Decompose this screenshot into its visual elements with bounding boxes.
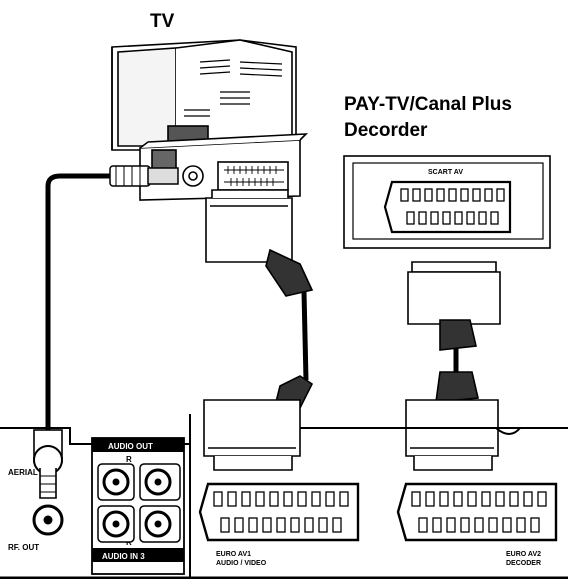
euro-av2-socket (396, 482, 558, 542)
aerial-socket (33, 429, 63, 499)
euro-av1-label-line2: AUDIO / VIDEO (216, 560, 267, 567)
tv-set (111, 39, 309, 201)
decoder-title-line2: Decorder (344, 120, 428, 141)
scart-cable-tv (203, 189, 314, 471)
rf-out-socket (32, 504, 64, 536)
euro-av1-label-line1: EURO AV1 (216, 551, 251, 558)
aerial-cable (45, 173, 112, 440)
euro-av1-socket (198, 482, 360, 542)
euro-av2-label-line2: DECODER (506, 560, 541, 567)
scart-cable-decoder (405, 261, 501, 471)
audio-block: AUDIO OUT AUDIO IN 3 R R (91, 437, 185, 575)
decoder-title-line1: PAY-TV/Canal Plus (344, 94, 512, 115)
audio-out-label: AUDIO OUT (108, 442, 153, 451)
audio-out-r-label: R (126, 455, 132, 464)
tv-title: TV (150, 11, 175, 32)
aerial-label: AERIAL (8, 468, 38, 477)
decoder-port-label: SCART AV (428, 169, 463, 176)
rf-out-label: RF. OUT (8, 543, 39, 552)
euro-av2-label-line1: EURO AV2 (506, 551, 541, 558)
tv-aerial-plug (109, 165, 179, 187)
audio-in-label: AUDIO IN 3 (102, 552, 145, 561)
decoder-box: SCART AV (343, 155, 551, 249)
